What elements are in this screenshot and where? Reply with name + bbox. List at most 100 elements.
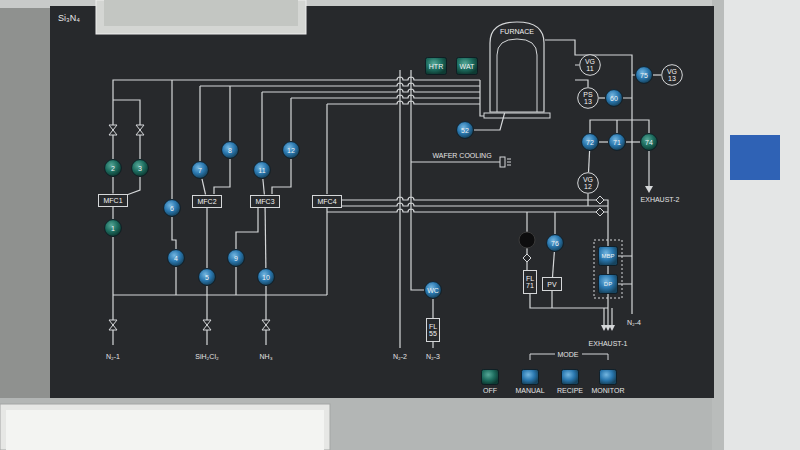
instrument-box: MFC1 bbox=[98, 194, 128, 207]
node-text: 6 bbox=[170, 205, 174, 212]
blue-crate bbox=[730, 135, 780, 180]
button-cap bbox=[641, 134, 658, 151]
display-frame bbox=[96, 0, 306, 34]
button-cap bbox=[254, 162, 271, 179]
node-text: 1 bbox=[111, 225, 115, 232]
instrument-box: PV bbox=[542, 277, 562, 291]
pipe-connector bbox=[264, 208, 266, 269]
node-text: MFC1 bbox=[103, 197, 122, 204]
valve-button: 12 bbox=[282, 141, 300, 159]
node-text: 9 bbox=[234, 255, 238, 262]
pipe-connector bbox=[206, 208, 207, 269]
indicator-button: HTR bbox=[425, 57, 447, 75]
pipe-connector bbox=[653, 74, 661, 75]
node-text: MBP bbox=[601, 253, 614, 259]
node-text: 5 bbox=[205, 274, 209, 281]
button-cap bbox=[168, 250, 185, 267]
node-text: 12 bbox=[287, 147, 295, 154]
check-valve-symbol bbox=[596, 208, 604, 216]
button-cap bbox=[457, 122, 474, 139]
hand-valve-symbol bbox=[136, 125, 144, 135]
line-label: NH₃ bbox=[260, 353, 273, 360]
valve-button: 72 bbox=[581, 133, 599, 151]
button-cap bbox=[258, 269, 275, 286]
node-text: 52 bbox=[461, 127, 469, 134]
button-cap bbox=[222, 142, 239, 159]
gauge-ring bbox=[578, 173, 599, 194]
panel-title: Si₃N₄ bbox=[58, 14, 80, 23]
valve-button: 52 bbox=[456, 121, 474, 139]
gauge-circle: VG 11 bbox=[579, 54, 601, 76]
button-cap bbox=[599, 247, 618, 266]
button-cap bbox=[283, 142, 300, 159]
gauge-ring bbox=[578, 88, 599, 109]
lower-cabinet bbox=[0, 398, 712, 450]
node-text: 71 bbox=[613, 139, 621, 146]
document-pocket bbox=[0, 404, 330, 450]
check-valve-symbol bbox=[596, 196, 604, 204]
pipe-connector bbox=[553, 252, 555, 277]
node-text: MFC3 bbox=[255, 198, 274, 205]
instrument-box: MFC2 bbox=[192, 195, 222, 208]
line-label: N₂-4 bbox=[627, 319, 641, 326]
button-cap bbox=[105, 160, 122, 177]
valve-button: 11 bbox=[253, 161, 271, 179]
valve-button: 4 bbox=[167, 249, 185, 267]
pipe-connector bbox=[112, 177, 113, 194]
furnace-flange bbox=[484, 113, 550, 118]
button-cap bbox=[132, 160, 149, 177]
node-text: VG 13 bbox=[666, 68, 679, 82]
button-cap bbox=[547, 235, 564, 252]
node-text: HTR bbox=[429, 63, 443, 70]
valve-button: 71 bbox=[608, 133, 626, 151]
mode-button-outline bbox=[481, 369, 499, 385]
button-cap bbox=[482, 370, 499, 385]
pipe-connector bbox=[474, 113, 505, 130]
valve-button: 10 bbox=[257, 268, 275, 286]
node-text: VG 11 bbox=[584, 58, 597, 72]
node-text: PV bbox=[547, 281, 556, 288]
valve-button: 2 bbox=[104, 159, 122, 177]
indicator-button: WAT bbox=[456, 57, 478, 75]
node-text: MONITOR bbox=[592, 387, 625, 394]
pipe-connector bbox=[202, 179, 206, 195]
node-text: 72 bbox=[586, 139, 594, 146]
valve-button: 5 bbox=[198, 268, 216, 286]
indicator-button: MBP bbox=[598, 246, 618, 266]
button-cap bbox=[606, 90, 623, 107]
pump-group-outline bbox=[594, 240, 622, 298]
valve-button: 74 bbox=[640, 133, 658, 151]
valve-button: 7 bbox=[191, 161, 209, 179]
button-cap bbox=[164, 200, 181, 217]
valve-button: 6 bbox=[163, 199, 181, 217]
display-screen bbox=[104, 0, 298, 26]
instrument-box: MFC3 bbox=[250, 195, 280, 208]
line-label: SiH₂Cl₂ bbox=[195, 353, 218, 360]
node-text: 74 bbox=[645, 139, 653, 146]
node-text: FURNACE bbox=[500, 28, 534, 35]
pipe-connector bbox=[599, 97, 605, 98]
exhaust-arrow bbox=[601, 325, 615, 331]
button-cap bbox=[199, 269, 216, 286]
mode-button: MANUAL bbox=[521, 369, 539, 385]
instrument-box: FL 55 bbox=[426, 318, 440, 342]
button-cap bbox=[426, 58, 447, 75]
valve-button: 3 bbox=[131, 159, 149, 177]
valve-button: 75 bbox=[635, 66, 653, 84]
indicator-button: DP bbox=[598, 274, 618, 294]
line-label: N₂-3 bbox=[426, 353, 440, 360]
valve-button: 8 bbox=[221, 141, 239, 159]
hand-valve-symbol bbox=[109, 320, 117, 330]
button-cap bbox=[609, 134, 626, 151]
line-label: MODE bbox=[558, 351, 579, 358]
node-text: WC bbox=[427, 287, 439, 294]
node-text: MANUAL bbox=[515, 387, 544, 394]
node-text: 10 bbox=[262, 274, 270, 281]
mode-button-outline bbox=[521, 369, 539, 385]
node-text: 75 bbox=[640, 72, 648, 79]
button-cap bbox=[522, 370, 539, 385]
valve-button: 60 bbox=[605, 89, 623, 107]
button-cap bbox=[425, 282, 442, 299]
wafer-cooling-nozzle bbox=[500, 157, 505, 167]
unlabeled-button bbox=[519, 232, 535, 248]
